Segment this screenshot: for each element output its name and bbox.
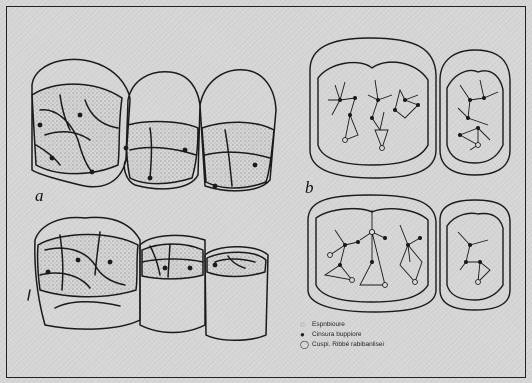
contact-point xyxy=(418,236,422,240)
contact-point xyxy=(348,113,352,117)
contact-point xyxy=(76,258,81,263)
cusp-marker xyxy=(328,253,333,258)
legend-item: ◌ Espnbioure xyxy=(300,319,384,329)
contact-point xyxy=(353,96,357,100)
legend-text: Cuspi. Ribbé rabibanlisei xyxy=(312,341,384,348)
contact-point xyxy=(464,260,468,264)
legend-item: ◯ Cuspi. Ribbé rabibanlisei xyxy=(300,339,384,349)
contact-point xyxy=(482,96,486,100)
contact-point xyxy=(370,116,374,120)
contact-point xyxy=(406,243,410,247)
cusp-marker xyxy=(476,280,481,285)
panel-b-lower-fissures xyxy=(325,210,490,285)
contact-point xyxy=(458,133,462,137)
panel-b-lower-points xyxy=(338,236,482,267)
legend-text: Espnbioure xyxy=(312,321,345,328)
contact-point xyxy=(124,146,129,151)
contact-point xyxy=(376,98,380,102)
legend-symbol-icon: ◯ xyxy=(300,340,312,349)
cusp-marker xyxy=(350,278,355,283)
panel-b-upper-points xyxy=(338,96,486,137)
contact-point xyxy=(403,98,407,102)
contact-point xyxy=(343,243,347,247)
panel-a-lower-teeth xyxy=(28,217,268,340)
contact-point xyxy=(213,263,218,268)
contact-point xyxy=(356,240,360,244)
contact-point xyxy=(468,243,472,247)
contact-point xyxy=(148,176,153,181)
contact-point xyxy=(476,126,480,130)
contact-point xyxy=(338,98,342,102)
panel-b-upper-cusps xyxy=(343,138,481,151)
contact-point xyxy=(468,98,472,102)
legend-symbol-icon: ◌ xyxy=(300,320,312,329)
panel-b-upper-fissures xyxy=(328,80,498,150)
contact-point xyxy=(253,163,258,168)
contact-point xyxy=(78,113,83,118)
contact-point xyxy=(38,123,43,128)
legend-text: Cinsura buppiore xyxy=(312,331,362,338)
contact-point xyxy=(213,184,218,189)
contact-point xyxy=(370,260,374,264)
panel-b-upper-occlusal xyxy=(310,38,510,178)
contact-point xyxy=(163,266,168,271)
contact-point xyxy=(183,148,188,153)
cusp-marker xyxy=(369,229,374,234)
panel-b-lower-cusps xyxy=(328,229,481,287)
contact-point xyxy=(50,156,55,161)
panel-a-label: a xyxy=(35,186,44,206)
cusp-marker xyxy=(383,283,388,288)
legend-symbol-icon: ● xyxy=(300,330,312,339)
legend: ◌ Espnbioure ● Cinsura buppiore ◯ Cuspi.… xyxy=(300,319,384,349)
contact-point xyxy=(383,236,387,240)
contact-point xyxy=(90,170,95,175)
contact-point xyxy=(393,108,397,112)
legend-item: ● Cinsura buppiore xyxy=(300,329,384,339)
cusp-marker xyxy=(413,280,418,285)
contact-point xyxy=(338,263,342,267)
contact-point xyxy=(108,260,113,265)
panel-b-label: b xyxy=(305,178,314,198)
contact-point xyxy=(478,260,482,264)
cusp-marker xyxy=(380,146,385,151)
panel-a-upper-teeth xyxy=(32,59,276,190)
contact-point xyxy=(466,116,470,120)
contact-point xyxy=(188,266,193,271)
cusp-marker xyxy=(476,143,481,148)
contact-point xyxy=(46,270,51,275)
cusp-marker xyxy=(343,138,348,143)
contact-point xyxy=(416,103,420,107)
